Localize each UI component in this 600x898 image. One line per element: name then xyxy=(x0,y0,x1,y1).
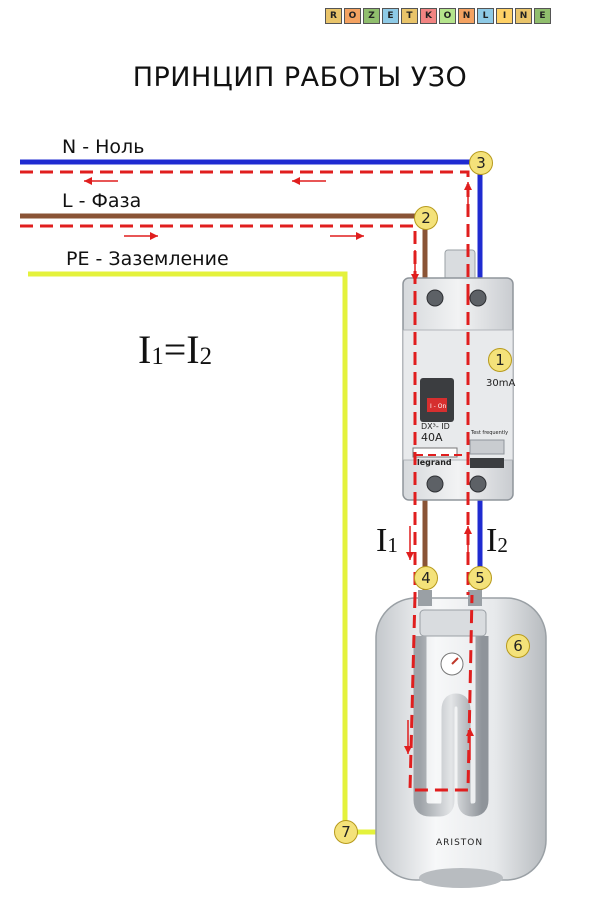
logo-letter-tile: Z xyxy=(363,8,380,24)
water-heater-icon xyxy=(375,590,547,888)
i2-main: I xyxy=(486,522,498,559)
current-i1-label: I1 xyxy=(376,522,398,560)
arrow-up xyxy=(464,182,472,215)
arrow-down-i1 xyxy=(406,526,414,560)
arrow-phase-right xyxy=(330,232,364,240)
marker-7: 7 xyxy=(334,820,358,844)
current-i2-label: I2 xyxy=(486,522,508,560)
i1-sub: 1 xyxy=(387,533,398,558)
logo-letter-tile: K xyxy=(420,8,437,24)
formula-left: I xyxy=(138,327,152,372)
marker-1: 1 xyxy=(488,348,512,372)
formula-right: I xyxy=(186,327,200,372)
rcd-model: DX³- ID xyxy=(421,422,450,431)
ground-wire xyxy=(28,271,376,835)
logo-letter-tile: N xyxy=(515,8,532,24)
phase-label: L - Фаза xyxy=(62,190,142,212)
formula-eq: = xyxy=(163,327,187,372)
rcd-device-icon xyxy=(402,249,514,501)
logo-letter-tile: E xyxy=(382,8,399,24)
arrow-neutral xyxy=(292,177,326,185)
rcd-rating: 40A xyxy=(421,431,443,444)
arrow-up-heater xyxy=(466,728,474,760)
marker-2: 2 xyxy=(414,206,438,230)
ground-label: PE - Заземление xyxy=(66,248,229,270)
logo-letter-tile: O xyxy=(344,8,361,24)
arrow-down-heater xyxy=(404,720,412,754)
rcd-brand: legrand xyxy=(417,458,452,467)
marker-3: 3 xyxy=(469,151,493,175)
neutral-label: N - Ноль xyxy=(62,136,145,158)
logo-letter-tile: E xyxy=(534,8,551,24)
marker-4: 4 xyxy=(414,566,438,590)
rcd-test-label: Test frequently xyxy=(471,430,509,436)
logo-letter-tile: I xyxy=(496,8,513,24)
current-path-heater xyxy=(408,594,474,792)
page-title: ПРИНЦИП РАБОТЫ УЗО xyxy=(132,62,468,93)
current-path-phase xyxy=(20,224,417,292)
current-path-top xyxy=(20,170,470,292)
i2-sub: 2 xyxy=(497,533,508,558)
current-equality-formula: I1=I2 xyxy=(138,326,212,373)
rcd-sensitivity: 30mA xyxy=(486,378,516,389)
arrow-up-i2 xyxy=(464,526,472,560)
logo-letter-tile: O xyxy=(439,8,456,24)
formula-right-sub: 2 xyxy=(199,343,213,371)
arrow-phase xyxy=(124,232,158,240)
arrow-neutral-left xyxy=(84,177,118,185)
rcd-switch-label: I - On xyxy=(430,403,447,410)
logo-letter-tile: L xyxy=(477,8,494,24)
logo-letter-tile: T xyxy=(401,8,418,24)
marker-6: 6 xyxy=(506,634,530,658)
i1-main: I xyxy=(376,522,388,559)
marker-5: 5 xyxy=(468,566,492,590)
heater-brand: ARISTON xyxy=(436,838,484,848)
heating-element xyxy=(413,636,489,817)
formula-left-sub: 1 xyxy=(151,343,164,371)
logo-letter-tile: R xyxy=(325,8,342,24)
arrow-down-1 xyxy=(411,250,419,282)
logo-letter-tile: N xyxy=(458,8,475,24)
